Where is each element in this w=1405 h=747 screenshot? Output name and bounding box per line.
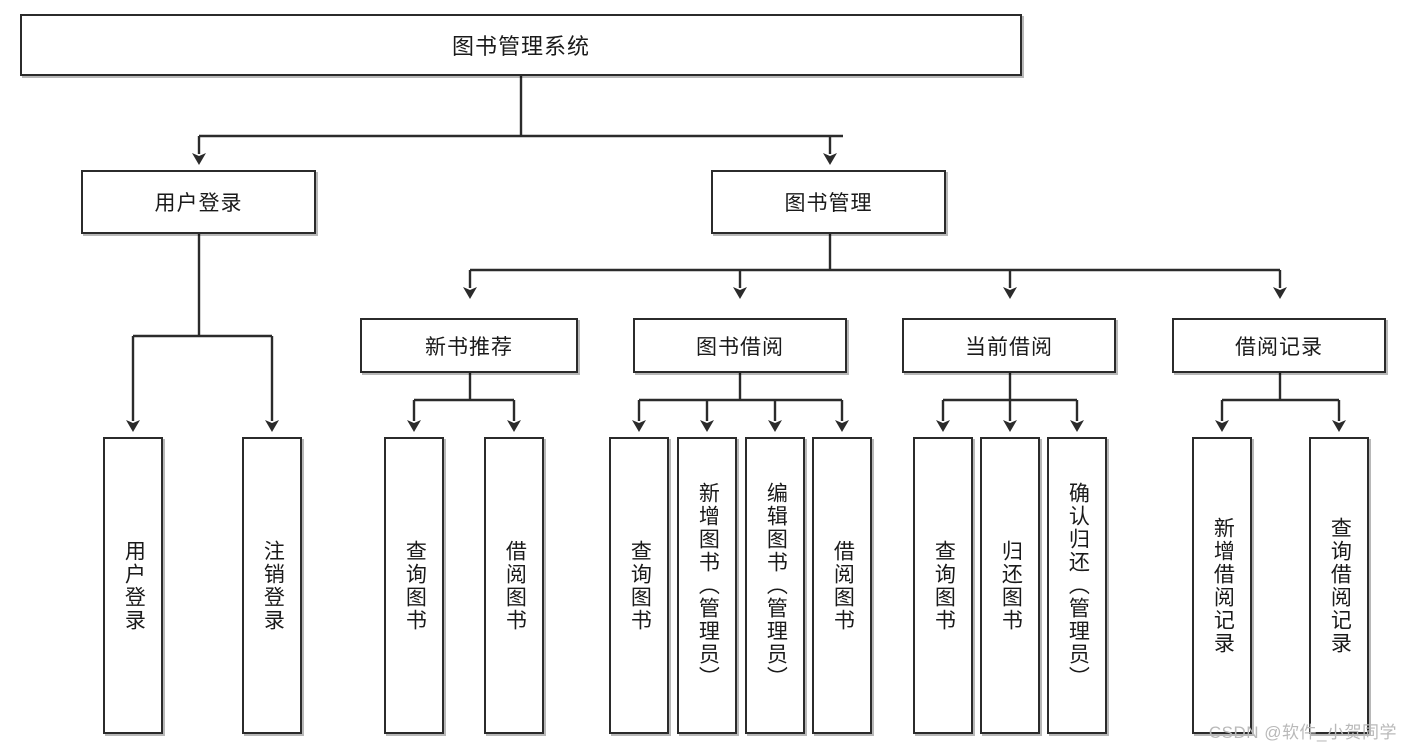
leaf-current-borrow-0[interactable]: 查询图书: [913, 437, 973, 734]
node-root[interactable]: 图书管理系统: [20, 14, 1022, 76]
leaf-label: 归还图书: [999, 539, 1023, 632]
node-book-borrow[interactable]: 图书借阅: [633, 318, 847, 373]
leaf-user-login-1[interactable]: 注销登录: [242, 437, 302, 734]
node-current-borrow-label: 当前借阅: [965, 335, 1053, 359]
leaf-label: 查询图书: [932, 539, 956, 632]
leaf-borrow-record-1[interactable]: 查询借阅记录: [1309, 437, 1369, 734]
leaf-book-borrow-0[interactable]: 查询图书: [609, 437, 669, 734]
node-user-login[interactable]: 用户登录: [81, 170, 316, 234]
leaf-label: 确认归还（管理员）: [1066, 482, 1090, 689]
leaf-label: 查询图书: [403, 539, 427, 632]
leaf-book-borrow-1[interactable]: 新增图书（管理员）: [677, 437, 737, 734]
leaf-label: 查询图书: [628, 539, 652, 632]
leaf-user-login-0[interactable]: 用户登录: [103, 437, 163, 734]
node-book-manage-label: 图书管理: [784, 192, 873, 215]
node-current-borrow[interactable]: 当前借阅: [902, 318, 1116, 373]
watermark-text: CSDN @软件_小贺同学: [1208, 723, 1397, 742]
leaf-label: 新增图书（管理员）: [696, 482, 720, 689]
leaf-current-borrow-1[interactable]: 归还图书: [980, 437, 1040, 734]
leaf-new-book-0[interactable]: 查询图书: [384, 437, 444, 734]
node-root-label: 图书管理系统: [451, 34, 590, 59]
leaf-label: 查询借阅记录: [1328, 516, 1352, 655]
node-book-manage[interactable]: 图书管理: [711, 170, 946, 234]
leaf-label: 借阅图书: [831, 539, 855, 632]
node-borrow-record-label: 借阅记录: [1235, 335, 1323, 359]
node-user-login-label: 用户登录: [154, 192, 243, 215]
leaf-label: 新增借阅记录: [1211, 516, 1235, 655]
leaf-book-borrow-3[interactable]: 借阅图书: [812, 437, 872, 734]
leaf-borrow-record-0[interactable]: 新增借阅记录: [1192, 437, 1252, 734]
leaf-current-borrow-2[interactable]: 确认归还（管理员）: [1047, 437, 1107, 734]
leaf-book-borrow-2[interactable]: 编辑图书（管理员）: [745, 437, 805, 734]
leaf-new-book-1[interactable]: 借阅图书: [484, 437, 544, 734]
leaf-label: 注销登录: [261, 539, 285, 632]
leaf-label: 用户登录: [122, 539, 146, 632]
node-new-book-recommend[interactable]: 新书推荐: [360, 318, 578, 373]
leaf-label: 编辑图书（管理员）: [764, 482, 788, 689]
node-borrow-record[interactable]: 借阅记录: [1172, 318, 1386, 373]
node-book-borrow-label: 图书借阅: [696, 335, 784, 359]
leaf-label: 借阅图书: [503, 539, 527, 632]
node-new-book-recommend-label: 新书推荐: [425, 335, 513, 359]
